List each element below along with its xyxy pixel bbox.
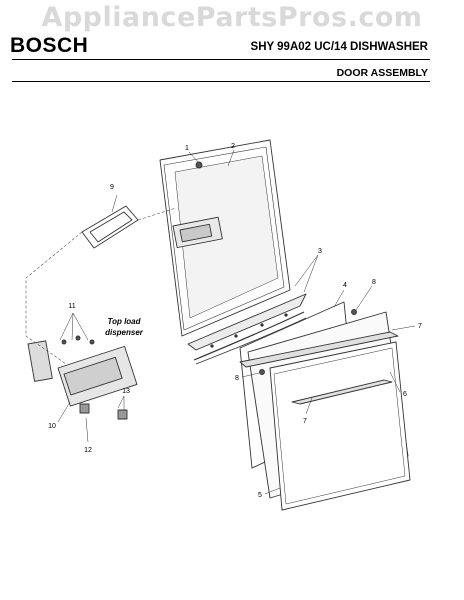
callout-4: 4 (343, 282, 347, 289)
callout-10: 10 (48, 423, 56, 430)
callout-7a: 7 (418, 323, 422, 330)
callout-7b: 7 (303, 418, 307, 425)
callout-11: 11 (68, 303, 75, 310)
callout-1: 1 (185, 145, 189, 152)
dispenser-note-line2: dispenser (105, 328, 144, 337)
header-rule-bottom (12, 81, 430, 82)
callout-12: 12 (84, 447, 92, 454)
top-load-dispenser (27, 335, 138, 420)
door-handle (239, 331, 399, 405)
screw-icon (195, 161, 203, 169)
leader-lines (57, 149, 416, 495)
door-front-panel (269, 341, 411, 511)
callout-8a: 8 (372, 279, 376, 286)
header-rule-top (12, 59, 430, 60)
callout-5: 5 (258, 492, 262, 499)
screw-icon (259, 369, 265, 375)
model-title: SHY 99A02 UC/14 DISHWASHER (250, 41, 428, 53)
callout-8b: 8 (235, 375, 239, 382)
brand-logo: BOSCH (10, 34, 89, 57)
callout-9: 9 (110, 184, 114, 191)
inner-door-panel (159, 139, 291, 337)
dispenser-gasket (81, 205, 139, 249)
callout-13: 13 (122, 388, 130, 395)
door-bracket-strip (187, 293, 307, 365)
callout-6: 6 (403, 391, 407, 398)
screw-icon (351, 309, 357, 315)
callout-3: 3 (318, 248, 322, 255)
dispenser-note-line1: Top load (107, 317, 141, 326)
watermark-text: AppliancePartsPros.com (41, 2, 423, 33)
section-title: DOOR ASSEMBLY (336, 67, 428, 79)
callout-2: 2 (231, 143, 235, 150)
dashed-outline (25, 207, 177, 365)
